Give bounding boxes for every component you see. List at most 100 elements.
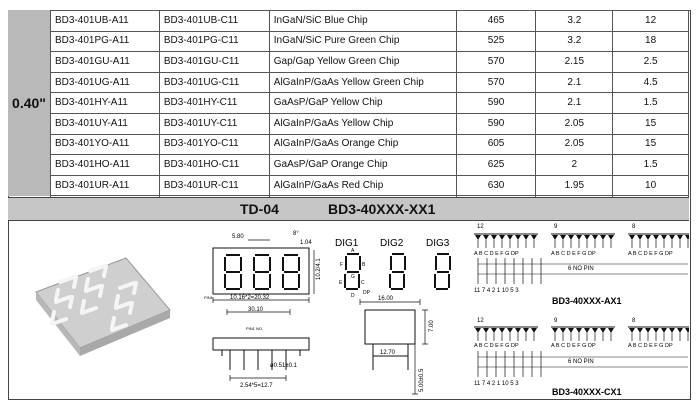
cell-wavelength: 570	[455, 51, 537, 73]
cell-iv: 4.5	[612, 71, 689, 94]
technical-drawing: 5.80 8° 1.04 10.2/4.1 10.16*2=20.32 30.1…	[35, 224, 692, 397]
circuit-cx-labels-3: A B C D E F G DP	[628, 343, 673, 349]
cell-iv: 18	[612, 30, 689, 53]
seg-f: F	[340, 262, 343, 268]
model-bar: TD-04 BD3-40XXX-XX1	[8, 197, 689, 221]
cell-anode: BD3-401UB-A11	[50, 10, 160, 32]
bottom-view	[212, 337, 310, 381]
pins-bottom-ax: 11 7 4 2 1 10 5 3	[474, 288, 519, 294]
side-view	[359, 299, 428, 395]
side-lead: 5.00±0.5	[419, 368, 425, 392]
drawing-area: 5.80 8° 1.04 10.2/4.1 10.16*2=20.32 30.1…	[8, 220, 692, 398]
cell-anode: BD3-401YO-A11	[50, 133, 160, 156]
pin-8-cx: 8	[632, 318, 636, 324]
cell-iv: 2.5	[612, 51, 689, 73]
circuit-ax-labels-1: A B C D E F G DP	[474, 251, 519, 257]
product-render	[35, 257, 171, 356]
cell-vf: 2.15	[535, 51, 614, 73]
cell-cathode: BD3-401PG-C11	[158, 30, 270, 53]
cell-wavelength: 630	[455, 174, 537, 197]
circuit-ax-labels-3: A B C D E F G DP	[628, 251, 673, 257]
cell-vf: 2.1	[535, 71, 614, 94]
cell-wavelength: 590	[455, 112, 537, 135]
package-name: TD-04	[240, 201, 279, 217]
cell-anode: BD3-401UR-A11	[50, 174, 160, 197]
model-name: BD3-40XXX-XX1	[328, 201, 436, 217]
pin-no-label: PIN1 NO.	[246, 326, 263, 331]
side-height: 7.00	[429, 320, 435, 332]
pins-bottom-cx: 11 7 4 2 1 10 5 3	[474, 381, 519, 387]
cell-chip: AlGaInP/GaAs Orange Chip	[268, 133, 457, 156]
segment-diagram	[344, 253, 451, 290]
cell-cathode: BD3-401UY-C11	[158, 112, 270, 135]
cell-chip: InGaN/SiC Blue Chip	[268, 10, 457, 32]
model-cx: BD3-40XXX-CX1	[552, 387, 622, 397]
cell-anode: BD3-401PG-A11	[50, 30, 160, 53]
cell-iv: 12	[612, 10, 689, 32]
cell-vf: 2.1	[535, 92, 614, 114]
cell-anode: BD3-401GU-A11	[50, 51, 160, 73]
seg-b: B	[362, 262, 366, 268]
pin-9-cx: 9	[554, 318, 558, 324]
circuit-diagrams	[474, 233, 692, 377]
cell-chip: GaAsP/GaP Yellow Chip	[268, 92, 457, 114]
seg-e: E	[339, 280, 343, 286]
seg-g: G	[351, 274, 355, 280]
cell-chip: Gap/Gap Yellow Green Chip	[268, 51, 457, 73]
cell-vf: 2.05	[535, 133, 614, 156]
seg-d: D	[351, 293, 355, 299]
cell-anode: BD3-401UG-A11	[50, 71, 160, 94]
side-pin-span: 12.70	[380, 350, 396, 356]
dig2-label: DIG2	[380, 238, 404, 249]
no-pin-cx: 6 NO PIN	[568, 359, 594, 365]
cell-cathode: BD3-401UR-C11	[158, 174, 270, 197]
seg-a: A	[351, 248, 355, 254]
cell-chip: AlGaInP/GaAs Yellow Chip	[268, 112, 457, 135]
pin1-label: PIN1	[204, 295, 214, 300]
dim-side: 10.2/4.1	[316, 258, 322, 280]
seg-c: C	[361, 280, 365, 286]
cell-anode: BD3-401HO-A11	[50, 154, 160, 176]
cell-wavelength: 590	[455, 92, 537, 114]
dim-pitch: 10.16*2=20.32	[230, 295, 270, 301]
cell-iv: 15	[612, 112, 689, 135]
cell-vf: 3.2	[535, 30, 614, 53]
cell-chip: AlGaInP/GaAs Red Chip	[268, 174, 457, 197]
pin-8: 8	[632, 224, 636, 230]
cell-anode: BD3-401HY-A11	[50, 92, 160, 114]
pin-12: 12	[477, 224, 484, 230]
dig1-label: DIG1	[335, 238, 359, 249]
cell-cathode: BD3-401GU-C11	[158, 51, 270, 73]
dig3-label: DIG3	[426, 238, 450, 249]
front-view	[212, 239, 315, 315]
cell-cathode: BD3-401UB-C11	[158, 10, 270, 32]
cell-anode: BD3-401UY-A11	[50, 112, 160, 135]
model-ax: BD3-40XXX-AX1	[552, 296, 622, 306]
size-label: 0.40"	[8, 10, 51, 196]
cell-wavelength: 465	[455, 10, 537, 32]
dim-seg: 1.04	[300, 240, 312, 246]
dim-top: 5.80	[232, 234, 244, 240]
cell-iv: 10	[612, 174, 689, 197]
circuit-ax-labels-2: A B C D E F G DP	[551, 251, 596, 257]
cell-iv: 1.5	[612, 154, 689, 176]
cell-cathode: BD3-401HY-C11	[158, 92, 270, 114]
cell-chip: AlGaInP/GaAs Yellow Green Chip	[268, 71, 457, 94]
dim-width: 30.10	[248, 307, 264, 313]
cell-vf: 1.95	[535, 174, 614, 197]
dim-pin-dia: ø0.51±0.1	[270, 363, 298, 369]
cell-wavelength: 525	[455, 30, 537, 53]
cell-iv: 15	[612, 133, 689, 156]
cell-wavelength: 570	[455, 71, 537, 94]
cell-cathode: BD3-401HO-C11	[158, 154, 270, 176]
cell-wavelength: 625	[455, 154, 537, 176]
cell-chip: GaAsP/GaP Orange Chip	[268, 154, 457, 176]
